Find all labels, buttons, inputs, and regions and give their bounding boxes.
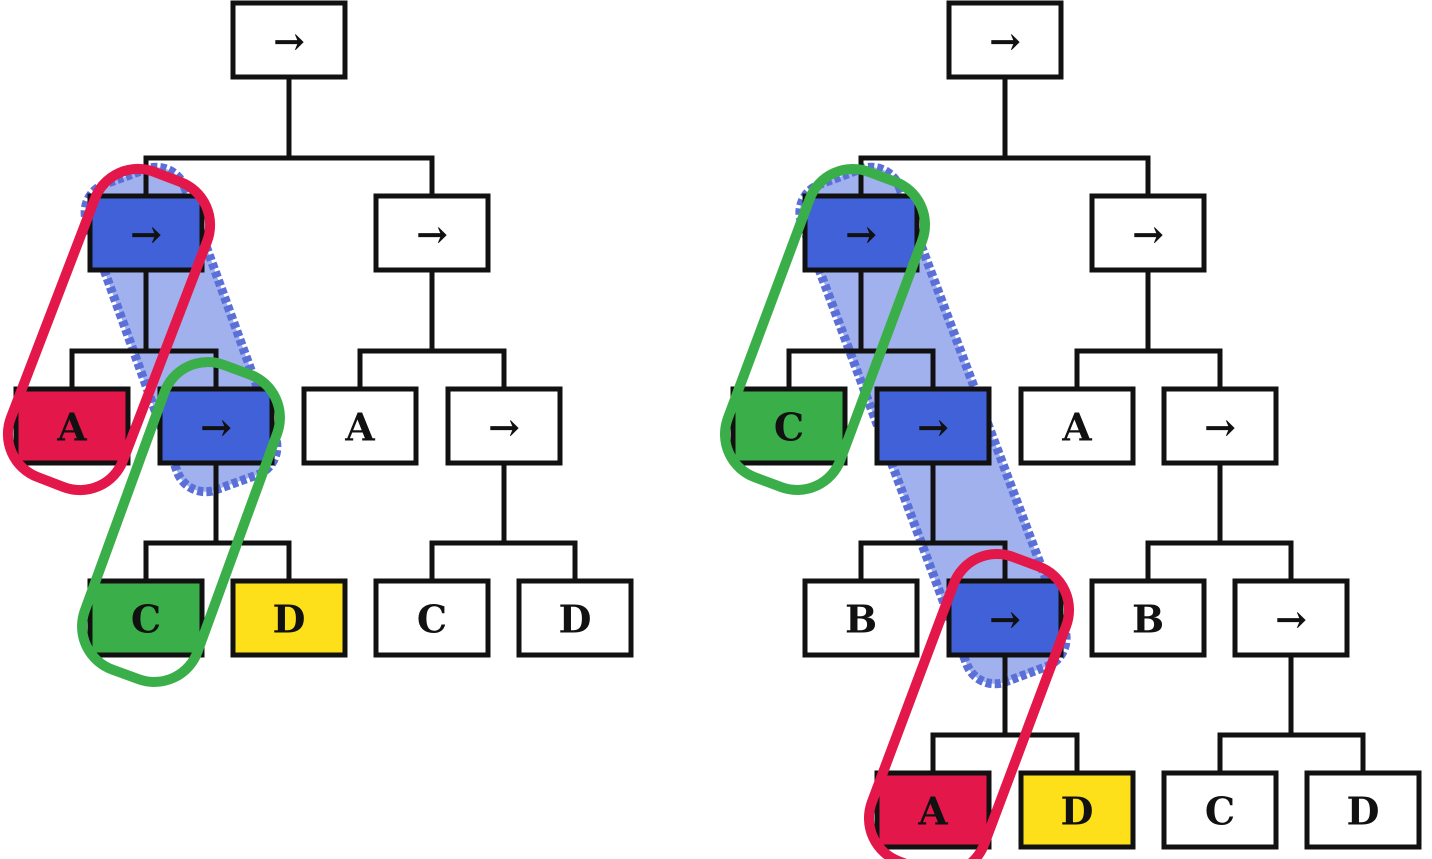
node-box — [301, 386, 419, 466]
node-box — [730, 386, 848, 466]
tree-node: C — [373, 578, 491, 658]
edge-L-mid1 — [69, 270, 219, 389]
tree-node: → — [230, 0, 348, 80]
edge-L-mid2 — [357, 270, 507, 389]
node-label: C — [131, 597, 161, 642]
tree-node: → — [874, 386, 992, 466]
tree-node: D — [516, 578, 634, 658]
node-label: B — [845, 597, 877, 642]
node-label: → — [273, 19, 305, 64]
node-label: D — [1061, 789, 1094, 834]
node-box — [874, 386, 992, 466]
node-box — [946, 578, 1064, 658]
node-label: A — [917, 789, 948, 834]
tree-edges — [69, 77, 1366, 773]
edge-R-mid1 — [786, 270, 936, 389]
tree-node: D — [1018, 770, 1136, 850]
node-label: A — [56, 405, 87, 450]
highlight-loop-green-right — [719, 163, 931, 496]
node-box — [802, 578, 920, 658]
node-label: → — [917, 405, 949, 450]
node-box — [1161, 770, 1279, 850]
edge-R-arr3 — [1145, 463, 1294, 581]
node-box — [516, 578, 634, 658]
node-label: → — [130, 212, 162, 257]
edge-R-mid2 — [1074, 270, 1223, 389]
tree-node: C — [730, 386, 848, 466]
edge-R-arr4 — [930, 655, 1080, 773]
edge-R-arr2 — [858, 463, 1008, 581]
node-label: → — [1204, 405, 1236, 450]
node-box — [802, 193, 920, 273]
node-box — [87, 578, 205, 658]
node-label: → — [1275, 597, 1307, 642]
tree-node: → — [445, 386, 563, 466]
tree-node: A — [13, 386, 131, 466]
highlight-loop-red-right — [863, 548, 1075, 859]
node-box — [373, 193, 491, 273]
tree-node: B — [802, 578, 920, 658]
tree-node: → — [946, 0, 1064, 80]
node-box — [13, 386, 131, 466]
node-box — [445, 386, 563, 466]
node-label: → — [200, 405, 232, 450]
tree-node: A — [1018, 386, 1136, 466]
highlight-loops — [2, 163, 1075, 859]
node-label: D — [559, 597, 592, 642]
node-box — [1089, 193, 1207, 273]
node-label: C — [417, 597, 447, 642]
tree-node: → — [946, 578, 1064, 658]
tree-node: → — [87, 193, 205, 273]
tree-node: → — [1161, 386, 1279, 466]
node-box — [230, 0, 348, 80]
tree-nodes: → → → A → A → C D C D → → → C → A → B → B → A D C D — [13, 0, 1422, 850]
tree-node: C — [1161, 770, 1279, 850]
node-label: C — [774, 405, 804, 450]
tree-node: A — [874, 770, 992, 850]
node-box — [874, 770, 992, 850]
node-label: D — [1347, 789, 1380, 834]
node-label: A — [344, 405, 375, 450]
tree-node: → — [1232, 578, 1350, 658]
node-box — [1161, 386, 1279, 466]
node-label: → — [989, 19, 1021, 64]
node-box — [946, 0, 1064, 80]
highlight-loop-red-left — [2, 163, 216, 496]
tree-node: → — [157, 386, 275, 466]
node-label: A — [1061, 405, 1092, 450]
edge-L-arr3 — [429, 463, 578, 581]
node-label: C — [1205, 789, 1235, 834]
edge-L-root — [143, 77, 435, 196]
node-box — [1232, 578, 1350, 658]
tree-node: → — [1089, 193, 1207, 273]
node-label: B — [1132, 597, 1164, 642]
tree-node: → — [373, 193, 491, 273]
tree-node: C — [87, 578, 205, 658]
tree-node: → — [802, 193, 920, 273]
edge-R-root — [858, 77, 1151, 196]
tree-node: A — [301, 386, 419, 466]
tree-node: D — [1304, 770, 1422, 850]
node-box — [87, 193, 205, 273]
edge-R-arr5 — [1217, 655, 1366, 773]
node-box — [230, 578, 348, 658]
node-box — [373, 578, 491, 658]
edge-L-arr2 — [143, 463, 292, 581]
node-label: → — [1132, 212, 1164, 257]
node-label: → — [989, 597, 1021, 642]
highlight-loop-green-left — [77, 357, 285, 687]
tree-node: B — [1089, 578, 1207, 658]
tree-node: D — [230, 578, 348, 658]
node-box — [157, 386, 275, 466]
node-box — [1018, 770, 1136, 850]
node-box — [1018, 386, 1136, 466]
node-label: → — [416, 212, 448, 257]
node-label: → — [845, 212, 877, 257]
node-box — [1089, 578, 1207, 658]
node-box — [1304, 770, 1422, 850]
node-label: D — [273, 597, 306, 642]
node-label: → — [488, 405, 520, 450]
